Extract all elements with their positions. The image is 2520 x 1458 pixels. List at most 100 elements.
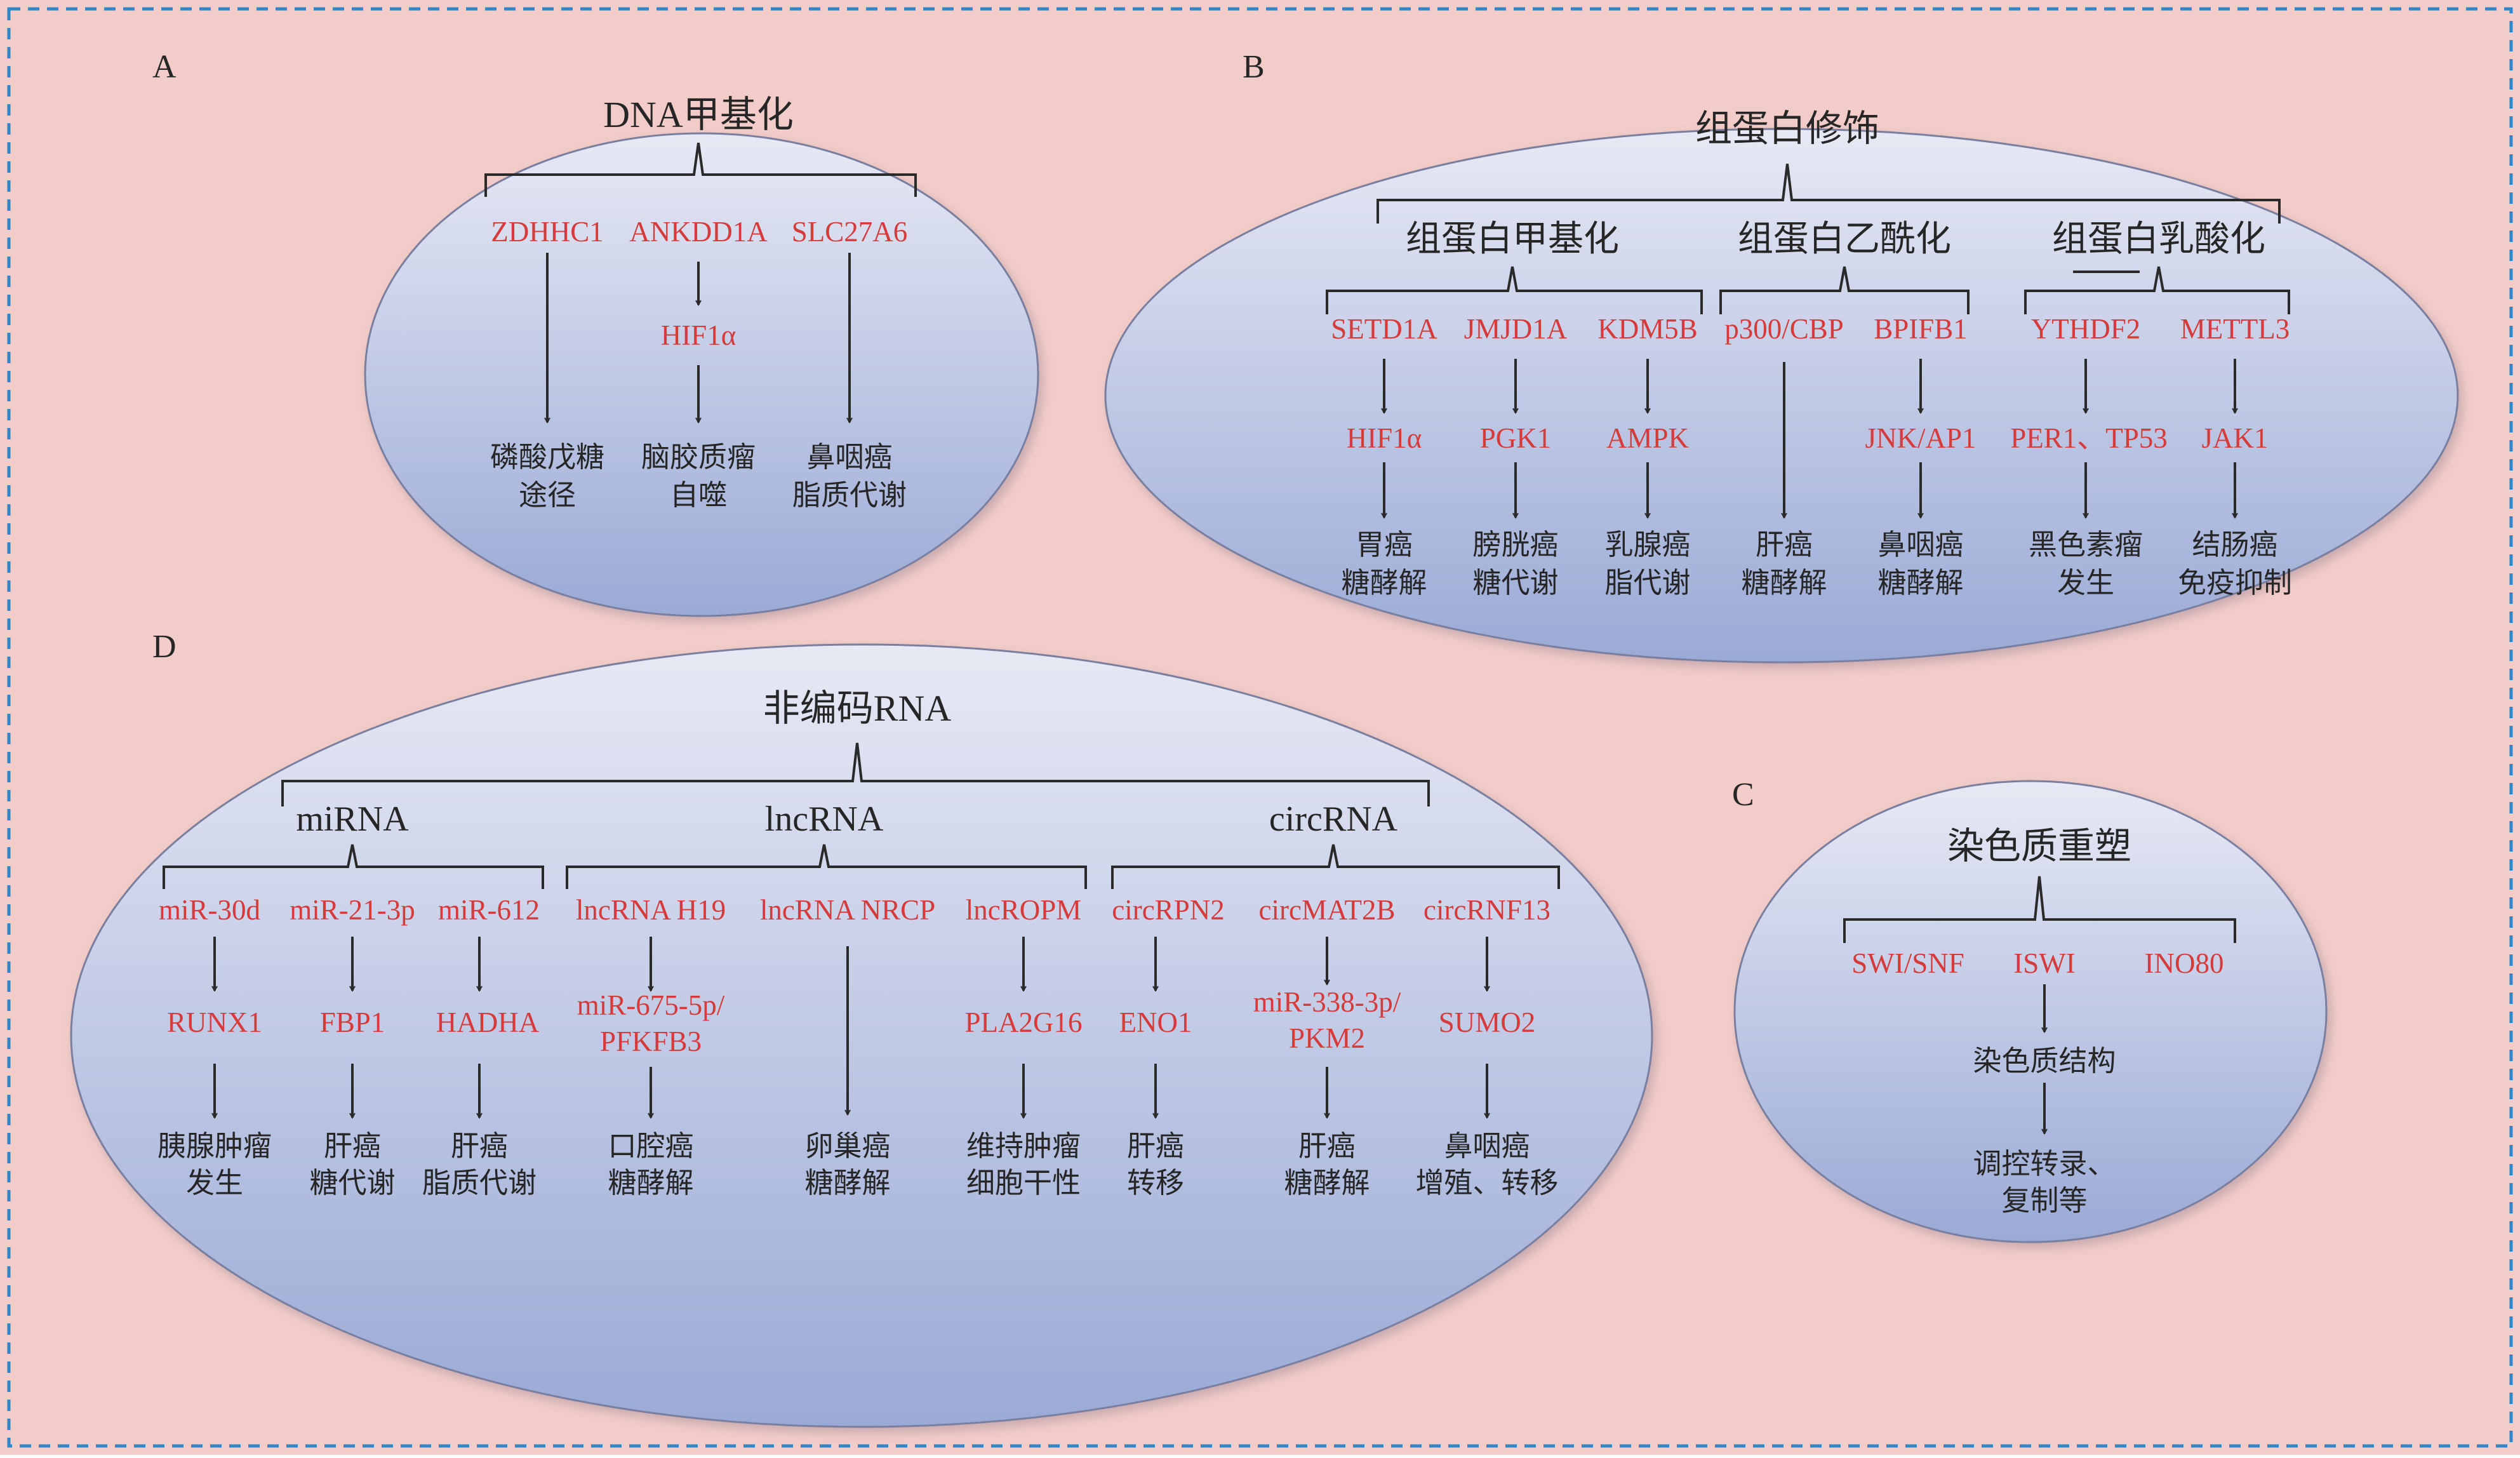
gene-b-1: SETD1A — [1331, 313, 1437, 345]
mid-d-6: PLA2G16 — [964, 1007, 1082, 1038]
effect-d-9-line1: 鼻咽癌 — [1444, 1129, 1530, 1163]
gene-d-2: miR-21-3p — [290, 894, 415, 926]
effect-d-5-line1: 卵巢癌 — [804, 1129, 890, 1163]
group-b-3: 组蛋白乳酸化 — [2052, 218, 2265, 260]
group-b-2: 组蛋白乙酰化 — [1738, 218, 1951, 260]
effect-d-1-line2: 发生 — [186, 1166, 243, 1200]
gene-b-3: KDM5B — [1597, 313, 1698, 345]
panel-letter-b: B — [1243, 49, 1265, 85]
brace-b-main — [1377, 163, 2281, 224]
mid-b-2: PGK1 — [1480, 422, 1552, 454]
effect-d-9-line2: 增殖、转移 — [1415, 1166, 1558, 1200]
title-chromatin-remodeling: 染色质重塑 — [1947, 824, 2131, 867]
effect-a-2-line2: 自噬 — [670, 478, 727, 512]
gene-d-8: circMAT2B — [1259, 894, 1396, 926]
effect-c-line2: 复制等 — [2001, 1184, 2087, 1217]
brace-d-3 — [1111, 844, 1560, 889]
gene-a-2: ANKDD1A — [629, 216, 768, 248]
effect-d-2-line2: 糖代谢 — [309, 1166, 395, 1200]
ellipse-a — [364, 132, 1039, 617]
mid-d-7: ENO1 — [1119, 1007, 1192, 1038]
gene-a-1: ZDHHC1 — [491, 216, 604, 248]
mid-d-1: RUNX1 — [167, 1007, 262, 1038]
gene-b-5: BPIFB1 — [1874, 313, 1968, 345]
gene-d-1: miR-30d — [159, 894, 260, 926]
effect-b-1-line1: 胃癌 — [1356, 528, 1413, 561]
brace-c — [1843, 876, 2236, 943]
gene-a-3: SLC27A6 — [792, 216, 908, 248]
title-histone-modification: 组蛋白修饰 — [1695, 107, 1879, 150]
effect-b-7-line1: 结肠癌 — [2192, 528, 2277, 561]
mid-b-7: JAK1 — [2201, 422, 2268, 454]
gene-b-7: METTL3 — [2180, 313, 2290, 345]
effect-d-6-line1: 维持肿瘤 — [966, 1129, 1081, 1163]
effect-b-6-line1: 黑色素瘤 — [2029, 528, 2143, 561]
effect-d-8-line1: 肝癌 — [1298, 1129, 1356, 1163]
effect-a-1-line2: 途径 — [519, 478, 576, 512]
effect-b-1-line2: 糖酵解 — [1341, 566, 1427, 599]
item-c-3: INO80 — [2145, 947, 2224, 979]
effect-a-2-line1: 脑胶质瘤 — [641, 440, 756, 474]
effect-b-4-line2: 糖酵解 — [1741, 566, 1827, 599]
effect-a-3-line2: 脂质代谢 — [792, 478, 907, 512]
title-dna-methylation: DNA甲基化 — [603, 94, 794, 135]
brace-d-1 — [163, 844, 544, 889]
item-c-2: ISWI — [2013, 947, 2075, 979]
effect-d-5-line2: 糖酵解 — [804, 1166, 890, 1200]
ellipse-b — [1104, 128, 2459, 664]
effect-d-7-line1: 肝癌 — [1127, 1129, 1184, 1163]
mid-c: 染色质结构 — [1973, 1044, 2116, 1078]
group-b-1: 组蛋白甲基化 — [1406, 218, 1619, 260]
gene-d-6: lncROPM — [966, 894, 1082, 926]
group-d-2: lncRNA — [765, 799, 884, 839]
mid-d-2: FBP1 — [320, 1007, 385, 1038]
mid-d-3: HADHA — [436, 1007, 540, 1038]
effect-d-4-line1: 口腔癌 — [608, 1129, 693, 1163]
mid-a: HIF1α — [661, 319, 737, 351]
mid-d-8-line1: miR-338-3p/ — [1253, 986, 1401, 1018]
gene-d-9: circRNF13 — [1423, 894, 1550, 926]
panel-letter-c: C — [1732, 777, 1754, 813]
mid-b-6: PER1、TP53 — [2010, 422, 2168, 454]
group-d-3: circRNA — [1269, 799, 1398, 839]
brace-d-2 — [566, 844, 1087, 889]
mid-b-1: HIF1α — [1347, 422, 1422, 454]
effect-b-2-line2: 糖代谢 — [1472, 566, 1558, 599]
panel-a: A DNA甲基化 ZDHHC1 ANKDD1A SLC27A6 HIF1α 磷酸… — [152, 49, 917, 512]
brace-b-2 — [1719, 266, 1970, 314]
effect-a-3-line1: 鼻咽癌 — [806, 440, 892, 474]
panel-d: D 非编码RNA miRNA lncRNA circRNA miR-30d mi… — [152, 629, 1560, 1200]
ellipse-c — [1733, 780, 2328, 1243]
effect-a-1-line1: 磷酸戊糖 — [490, 440, 604, 474]
effect-d-3-line1: 肝癌 — [451, 1129, 508, 1163]
effect-b-3-line1: 乳腺癌 — [1604, 528, 1690, 561]
dashed-frame — [7, 7, 2513, 1448]
group-d-1: miRNA — [296, 799, 409, 839]
gene-d-5: lncRNA NRCP — [760, 894, 935, 926]
mid-d-4-line1: miR-675-5p/ — [577, 989, 725, 1021]
effect-d-1-line1: 胰腺肿瘤 — [157, 1129, 272, 1163]
effect-b-5-line2: 糖酵解 — [1877, 566, 1963, 599]
gene-d-3: miR-612 — [438, 894, 540, 926]
mid-d-4-line2: PFKFB3 — [600, 1026, 702, 1057]
mid-b-3: AMPK — [1606, 422, 1690, 454]
effect-d-4-line2: 糖酵解 — [608, 1166, 693, 1200]
effect-d-8-line2: 糖酵解 — [1284, 1166, 1370, 1200]
gene-b-4: p300/CBP — [1724, 313, 1844, 345]
mid-d-8-line2: PKM2 — [1289, 1022, 1365, 1054]
item-c-1: SWI/SNF — [1851, 947, 1964, 979]
effect-b-4-line1: 肝癌 — [1756, 528, 1813, 561]
effect-b-6-line2: 发生 — [2057, 566, 2114, 599]
mid-d-9: SUMO2 — [1439, 1007, 1536, 1038]
effect-b-7-line2: 免疫抑制 — [2178, 566, 2292, 599]
brace-a — [484, 142, 917, 197]
effect-c-line1: 调控转录、 — [1973, 1147, 2116, 1180]
panel-b: B 组蛋白修饰 组蛋白甲基化 组蛋白乙酰化 组蛋白乳酸化 SETD1A JMJD… — [1243, 49, 2292, 599]
effect-d-7-line2: 转移 — [1127, 1166, 1184, 1200]
brace-d-main — [281, 742, 1430, 806]
panel-letter-a: A — [152, 49, 177, 85]
ellipse-d — [70, 643, 1653, 1428]
brace-b-3 — [2024, 266, 2290, 314]
